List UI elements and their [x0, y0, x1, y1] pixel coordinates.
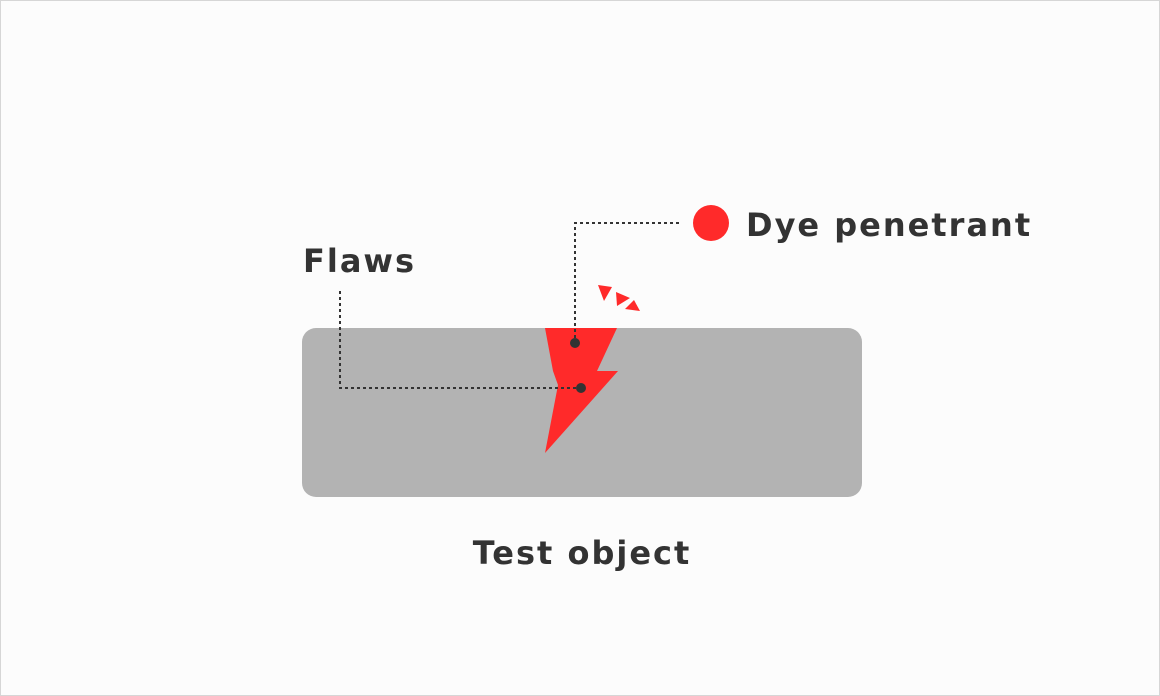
- test-object-block: [302, 328, 862, 497]
- flaws-leader-line: [339, 291, 581, 389]
- dye-leader-line: [574, 222, 679, 343]
- test-object-label: Test object: [473, 534, 692, 572]
- flaws-label: Flaws: [303, 242, 416, 280]
- dye-drop-mark: [598, 285, 612, 301]
- dye-drop-mark: [625, 300, 640, 311]
- dye-penetrant-legend-dot: [693, 205, 729, 241]
- dye-leader-dot: [570, 338, 580, 348]
- dye-drop-mark: [616, 292, 630, 306]
- flaws-leader-dot: [576, 383, 586, 393]
- dye-penetrant-label: Dye penetrant: [746, 206, 1032, 244]
